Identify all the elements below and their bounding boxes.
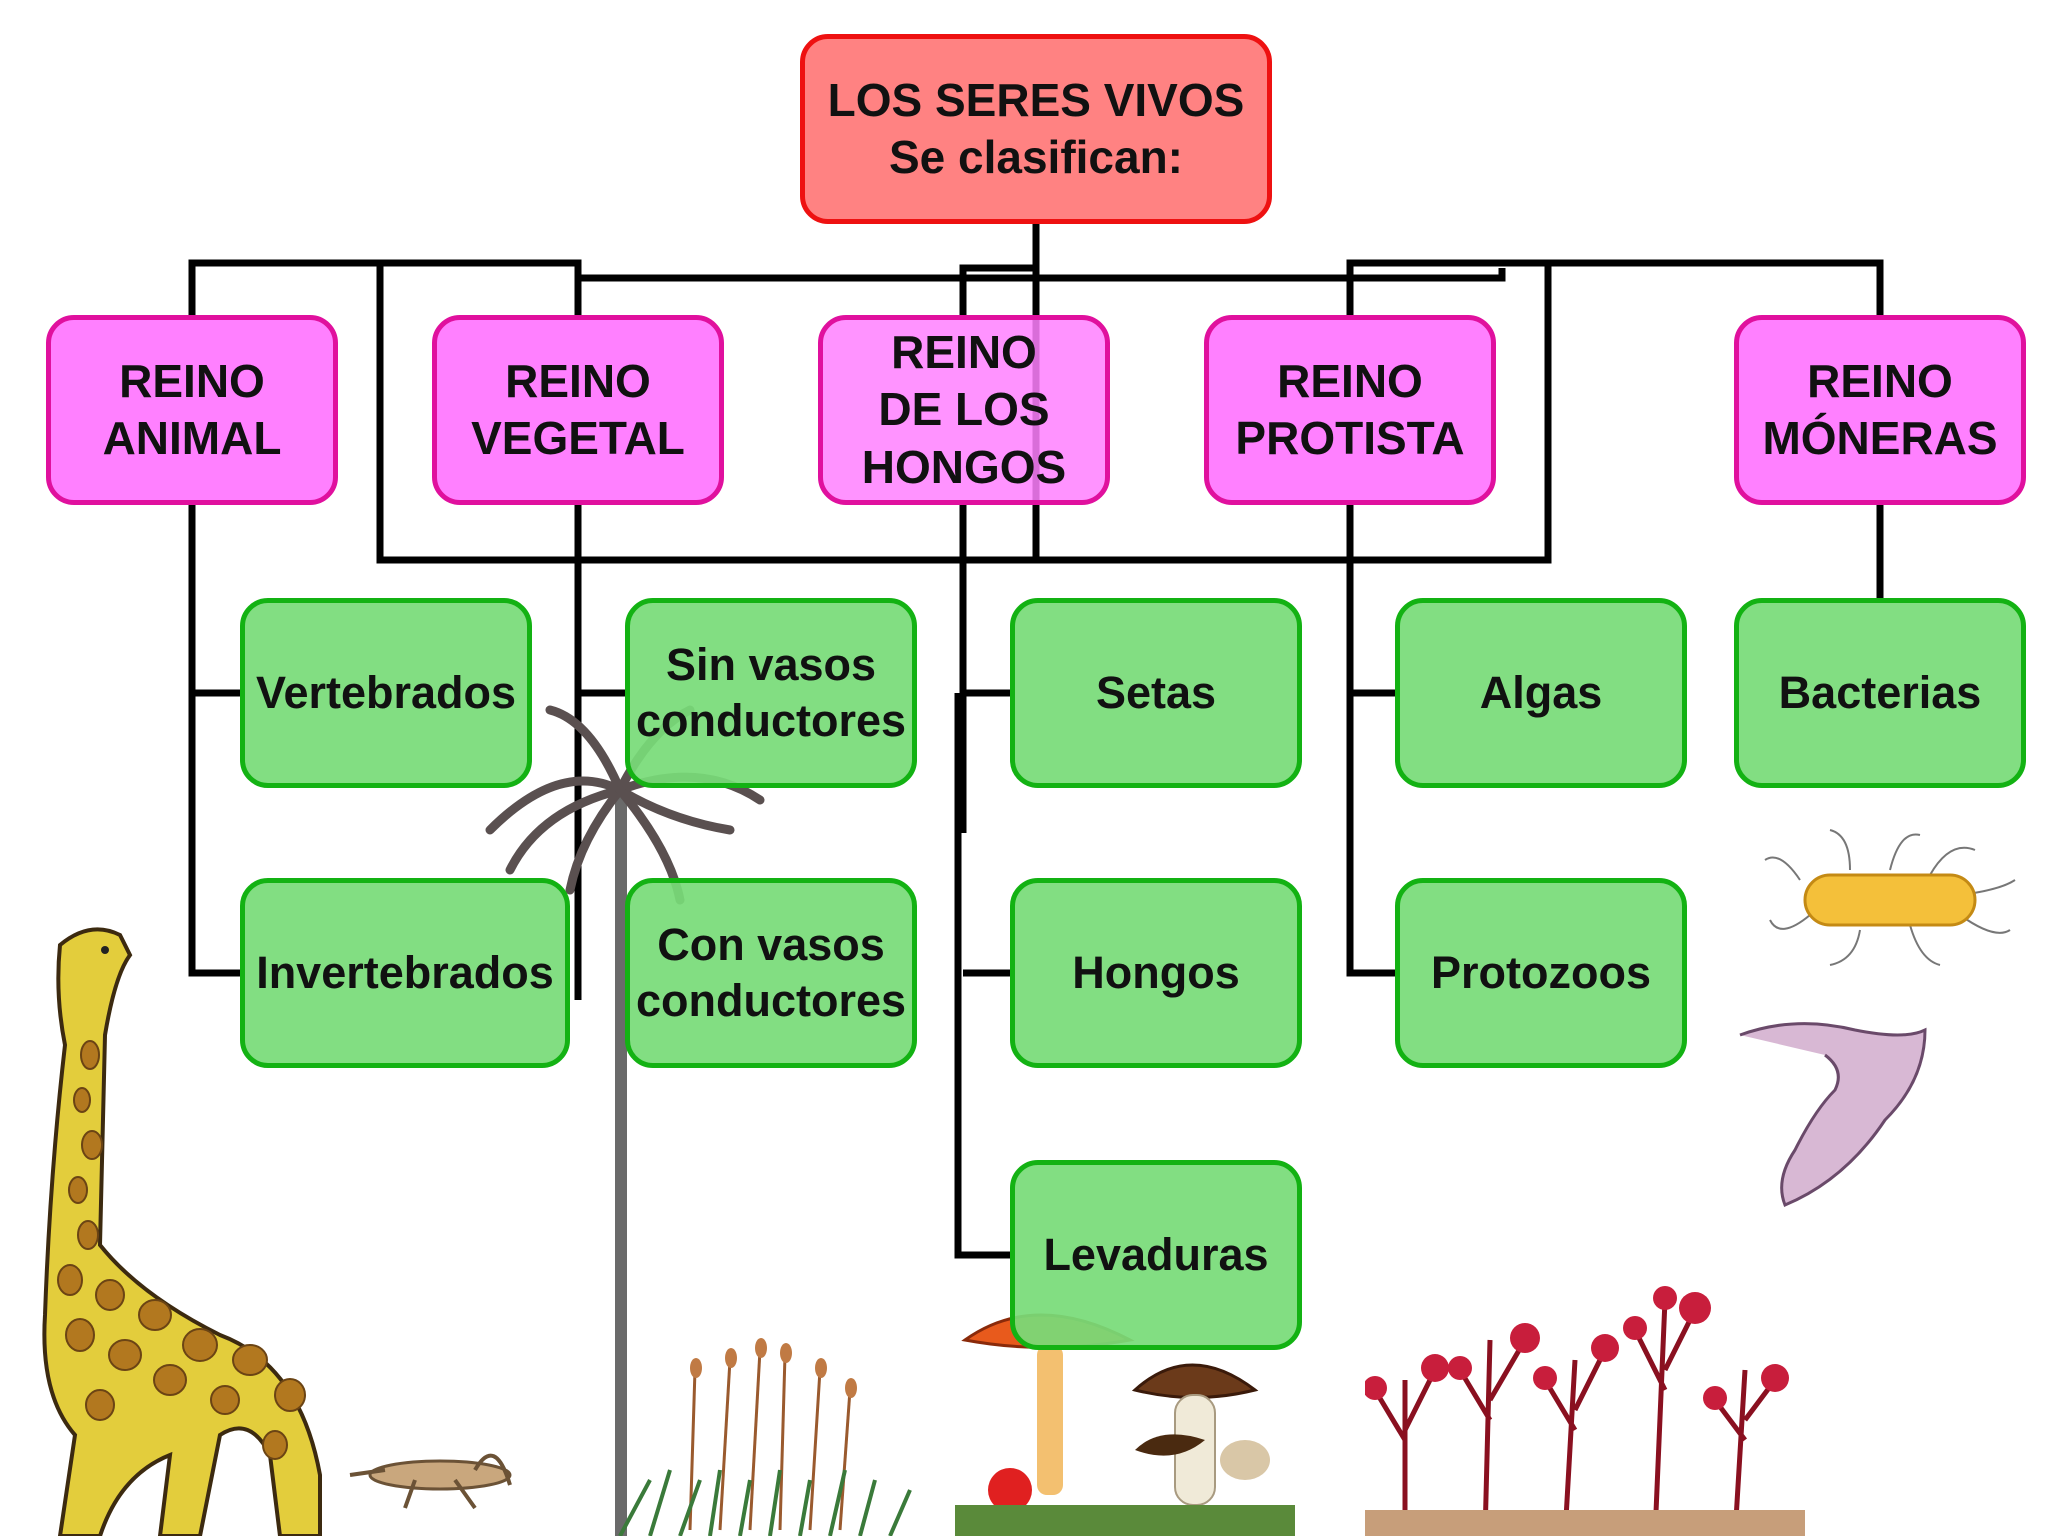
kingdom-hongos: REINO DE LOS HONGOS [818, 315, 1110, 505]
kingdom-protista: REINO PROTISTA [1204, 315, 1496, 505]
group-bacterias: Bacterias [1734, 598, 2026, 788]
group-levaduras: Levaduras [1010, 1160, 1302, 1350]
group-invertebrados: Invertebrados [240, 878, 570, 1068]
root-node: LOS SERES VIVOS Se clasifican: [800, 34, 1272, 224]
group-vertebrados: Vertebrados [240, 598, 532, 788]
group-algas: Algas [1395, 598, 1687, 788]
moss-illustration [618, 1338, 912, 1536]
grasshopper-illustration [349, 1453, 512, 1510]
bacterium-illustration [1764, 829, 2016, 966]
group-con-vasos: Con vasos conductores [625, 878, 917, 1068]
group-setas: Setas [1010, 598, 1302, 788]
kingdom-animal: REINO ANIMAL [46, 315, 338, 505]
giraffe-illustration [42, 927, 322, 1536]
kingdom-moneras: REINO MÓNERAS [1734, 315, 2026, 505]
group-hongos: Hongos [1010, 878, 1302, 1068]
group-sin-vasos: Sin vasos conductores [625, 598, 917, 788]
red-algae-illustration [1365, 1286, 1805, 1536]
kingdom-vegetal: REINO VEGETAL [432, 315, 724, 505]
group-protozoos: Protozoos [1395, 878, 1687, 1068]
protozoan-illustration [1739, 1022, 1927, 1207]
